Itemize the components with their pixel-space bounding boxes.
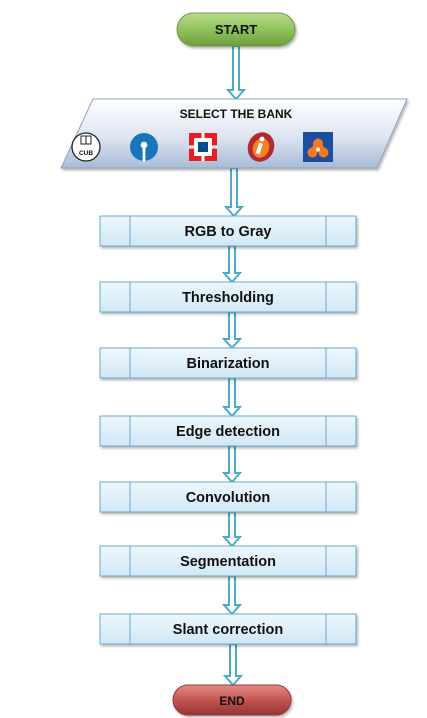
hdfc-logo-icon [189,133,217,161]
icici-logo-icon [247,132,275,162]
process-step-label: Segmentation [180,554,276,570]
flow-arrow [225,45,247,101]
start-terminator: START [176,12,296,47]
process-step-label: Edge detection [176,424,280,440]
process-step: Convolution [99,481,357,513]
process-step: Edge detection [99,415,357,447]
process-box [99,545,357,577]
connector-arrows [221,45,247,687]
process-step-label: Thresholding [182,290,274,306]
flow-arrow [222,643,244,687]
bank-of-baroda-logo-icon [303,132,333,162]
flow-arrow [221,575,243,616]
process-step: Thresholding [99,281,357,313]
flow-arrow [221,511,243,548]
process-step-label: Binarization [187,356,270,372]
flow-arrow [221,311,243,350]
start-label: START [215,22,257,37]
process-steps: RGB to GrayThresholdingBinarizationEdge … [99,215,357,645]
process-step-label: Convolution [186,490,271,506]
select-bank-label: SELECT THE BANK [180,107,293,121]
process-step: Binarization [99,347,357,379]
select-bank-input: SELECT THE BANK CUB [60,98,408,169]
flow-arrow [221,445,243,484]
sbi-logo-icon [130,133,158,162]
process-box [99,613,357,645]
svg-text:CUB: CUB [79,150,93,157]
process-step: Segmentation [99,545,357,577]
end-terminator: END [172,684,292,716]
process-step-label: Slant correction [173,622,283,638]
process-box [99,415,357,447]
process-box [99,281,357,313]
end-label: END [219,694,245,708]
flow-arrow [221,377,243,418]
process-step: Slant correction [99,613,357,645]
process-box [99,481,357,513]
cub-logo-icon: CUB [71,132,101,162]
process-box [99,347,357,379]
process-box [99,215,357,247]
process-step-label: RGB to Gray [184,224,271,240]
flow-arrow [223,167,245,218]
flow-arrow [221,245,243,284]
process-step: RGB to Gray [99,215,357,247]
